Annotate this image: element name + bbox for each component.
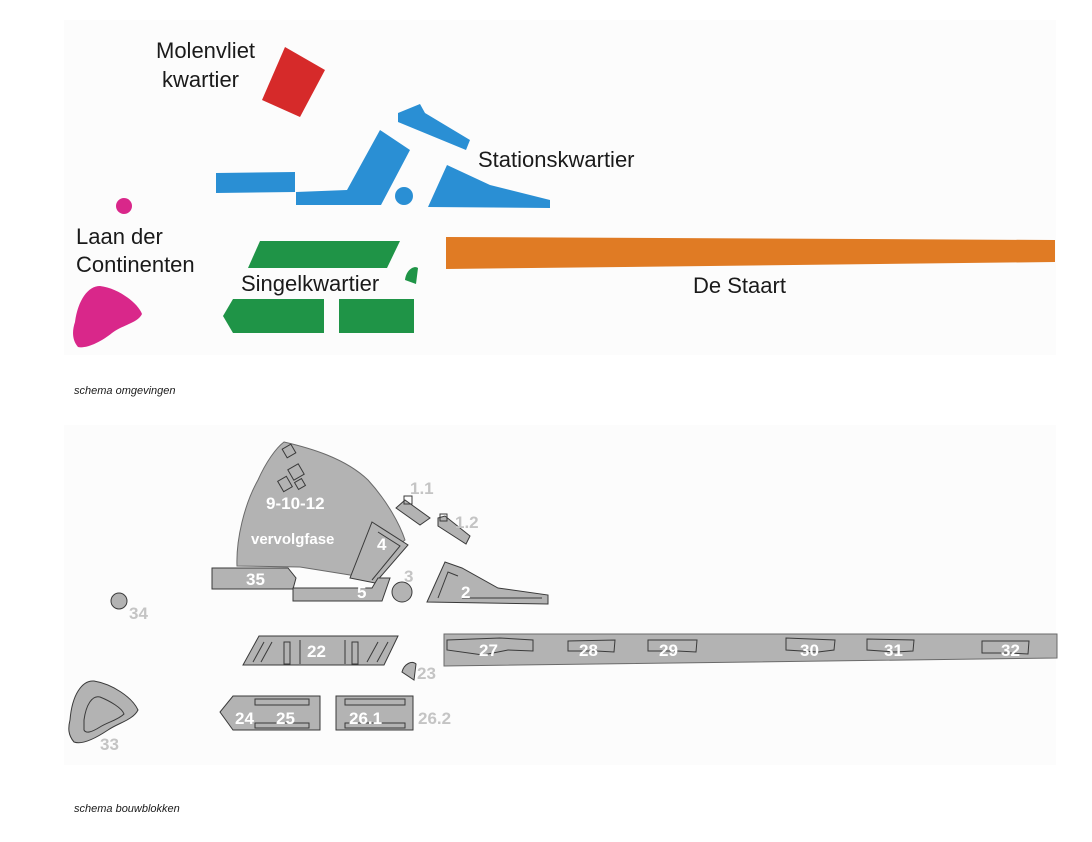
block-label-vervolgfase: vervolgfase — [251, 531, 334, 548]
block-5 — [292, 577, 391, 602]
block-label-30: 30 — [800, 641, 819, 660]
block-label-4: 4 — [377, 535, 387, 554]
block-label-27: 27 — [479, 641, 498, 660]
laan-label-1: Laan der — [76, 224, 163, 249]
molenvliet-label-1: Molenvliet — [156, 38, 255, 63]
block-23 — [401, 661, 417, 681]
block-22 — [242, 635, 399, 666]
block-1-1 — [395, 499, 431, 526]
block-label-35: 35 — [246, 570, 265, 589]
block-label-5: 5 — [357, 583, 366, 602]
block-label-23: 23 — [417, 664, 436, 683]
laan-dot — [116, 198, 132, 214]
block-label-1-2: 1.2 — [455, 513, 479, 532]
caption-bouwblokken: schema bouwblokken — [74, 803, 180, 815]
block-label-26-1: 26.1 — [349, 709, 382, 728]
molenvliet-label-2: kwartier — [162, 67, 239, 92]
station-label: Stationskwartier — [478, 147, 635, 172]
singel-label: Singelkwartier — [241, 271, 379, 296]
block-label-1-1: 1.1 — [410, 479, 434, 498]
block-staart — [443, 633, 1058, 667]
laan-label-2: Continenten — [76, 252, 195, 277]
block-label-32: 32 — [1001, 641, 1020, 660]
block-label-2: 2 — [461, 583, 470, 602]
block-label-33: 33 — [100, 735, 119, 754]
bouwblokken-diagram: 9-10-12 vervolgfase 4 1.1 1.2 35 5 3 2 3… — [68, 441, 1058, 754]
molenvliet-area — [262, 47, 325, 117]
block-1-2 — [437, 515, 471, 545]
block-label-24: 24 — [235, 709, 254, 728]
block-3 — [391, 581, 413, 603]
block-34 — [110, 592, 128, 610]
caption-omgevingen: schema omgevingen — [74, 385, 176, 397]
omgevingen-diagram: Molenvliet kwartier Stationskwartier Laa… — [73, 38, 1055, 348]
staart-label: De Staart — [693, 273, 786, 298]
station-area — [216, 104, 550, 208]
singel-area — [223, 241, 418, 333]
block-label-31: 31 — [884, 641, 903, 660]
bouwblokken-panel — [64, 425, 1056, 765]
laan-area — [73, 286, 142, 348]
block-label-3: 3 — [404, 567, 413, 586]
block-35 — [211, 567, 297, 590]
block-label-25: 25 — [276, 709, 295, 728]
block-label-22: 22 — [307, 642, 326, 661]
block-label-29: 29 — [659, 641, 678, 660]
staart-area — [446, 237, 1055, 269]
block-label-9-10-12: 9-10-12 — [266, 494, 325, 513]
block-33 — [68, 680, 139, 744]
block-label-28: 28 — [579, 641, 598, 660]
block-2 — [426, 561, 549, 605]
block-label-26-2: 26.2 — [418, 709, 451, 728]
block-label-34: 34 — [129, 604, 148, 623]
